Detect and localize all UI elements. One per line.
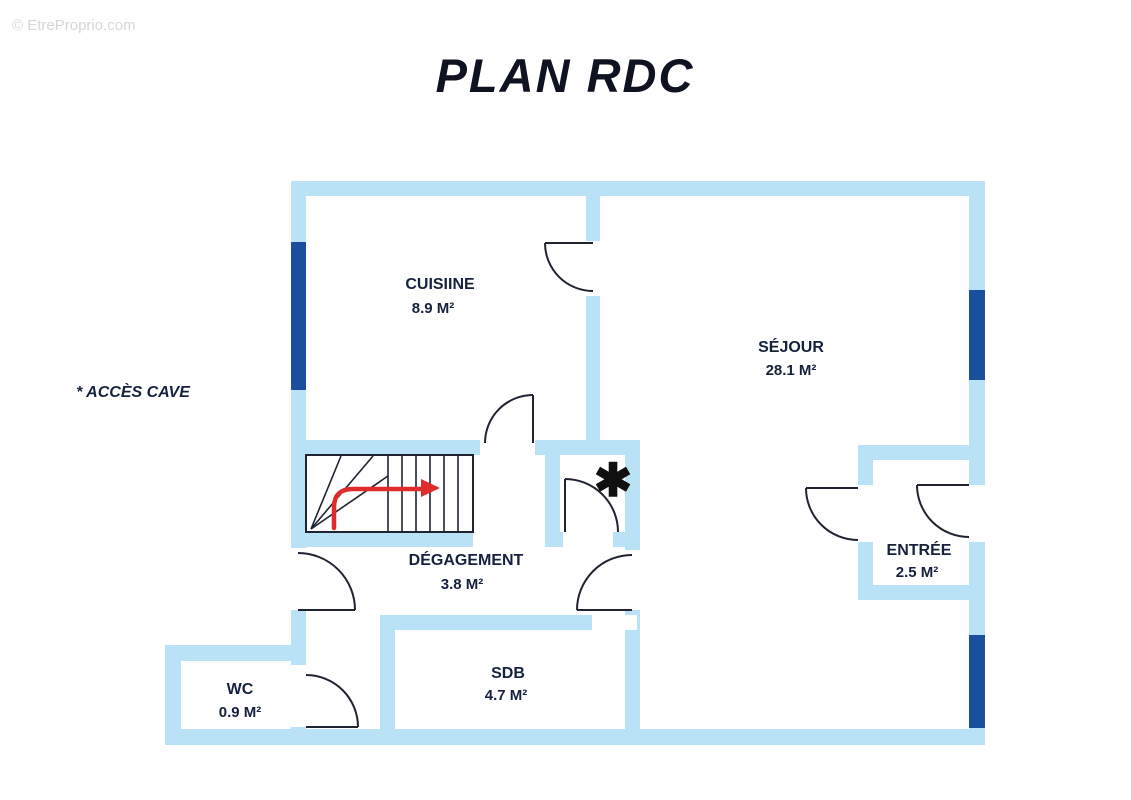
opening-wc (291, 665, 306, 727)
room-label-cuisine: CUISIINE (405, 276, 475, 293)
window-right-upper (969, 290, 985, 380)
door-arc-closet (564, 478, 619, 533)
wall-bottom (165, 729, 985, 745)
wall-sdb-top (380, 615, 640, 630)
room-area-sdb: 4.7 M² (485, 687, 528, 704)
page-title: PLAN RDC (436, 49, 695, 102)
door-arc-degagement-sejour (576, 554, 633, 611)
staircase (305, 454, 474, 533)
opening-entree (858, 485, 873, 542)
wall-under-stairs (306, 532, 473, 547)
window-left (291, 242, 306, 390)
room-area-wc: 0.9 M² (219, 704, 262, 721)
room-label-degagement: DÉGAGEMENT (409, 550, 524, 569)
room-area-degagement: 3.8 M² (441, 576, 484, 593)
opening-front-door (969, 485, 985, 542)
watermark: © EtreProprio.com (12, 17, 136, 34)
room-label-wc: WC (227, 681, 254, 698)
room-label-sdb: SDB (491, 665, 525, 682)
wall-entree-bottom (858, 585, 985, 600)
door-arc-entree (805, 487, 859, 541)
room-labels: CUISIINE 8.9 M² SÉJOUR 28.1 M² DÉGAGEMEN… (219, 276, 952, 721)
room-label-sejour: SÉJOUR (758, 337, 824, 356)
window-right-lower (969, 635, 985, 728)
wall-openings (291, 241, 985, 727)
opening-kitchen (480, 440, 535, 455)
opening-closet (563, 532, 613, 547)
room-area-entree: 2.5 M² (896, 564, 939, 581)
opening-degagement-sejour (625, 550, 640, 610)
wall-sdb-left (380, 615, 395, 745)
stair-arrow-head-icon (421, 479, 440, 497)
stair-winder (310, 475, 389, 530)
wall-top (291, 181, 985, 196)
cave-access-asterisk: ✱ (594, 454, 633, 506)
wall-kitchen-sejour (586, 196, 600, 455)
door-arc-front-door (916, 484, 970, 538)
stair-winder (310, 455, 342, 530)
access-cave-note: * ACCÈS CAVE (76, 382, 191, 401)
wall-wc-left (165, 645, 181, 745)
wall-wc-top (165, 645, 306, 661)
wall-mid-horizontal (306, 440, 640, 455)
wall-entree-top (858, 445, 969, 460)
door-arc-kitchen-sejour (544, 242, 594, 292)
door-arc-cave (297, 552, 356, 611)
opening-kitchen-sejour (586, 241, 600, 296)
room-label-entree: ENTRÉE (887, 540, 952, 559)
room-area-sejour: 28.1 M² (766, 362, 817, 379)
room-area-cuisine: 8.9 M² (412, 300, 455, 317)
windows (291, 242, 985, 728)
opening-sdb (592, 615, 637, 630)
staircase-outline (305, 454, 474, 533)
door-arc-kitchen (484, 394, 534, 444)
stair-direction-arrow (331, 486, 425, 531)
opening-cave (291, 548, 306, 610)
walls (165, 181, 985, 745)
doors (297, 242, 970, 728)
door-arc-wc (305, 674, 359, 728)
wall-closet-left (545, 440, 560, 547)
